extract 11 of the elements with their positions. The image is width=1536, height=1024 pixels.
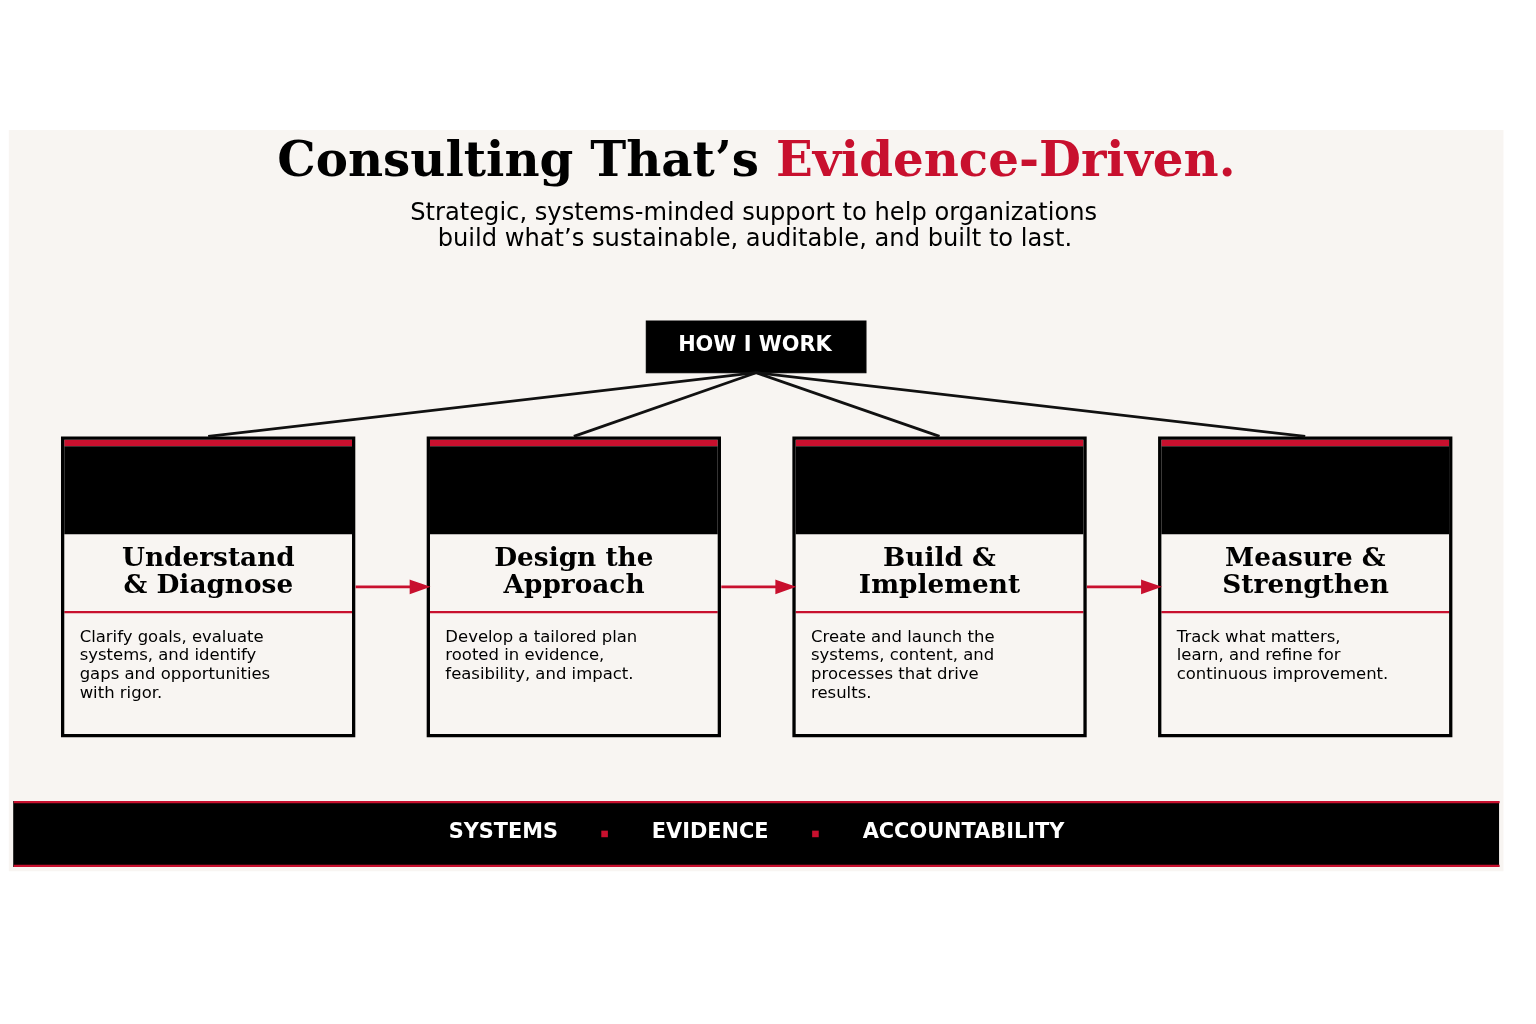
arrow	[355, 579, 431, 594]
arrow	[1087, 579, 1162, 594]
label: EVIDENCE	[651, 818, 769, 843]
arrow	[721, 579, 797, 594]
label: ACCOUNTABILITY	[862, 818, 1065, 843]
connector	[756, 370, 1306, 438]
label: SYSTEMS	[448, 818, 559, 843]
label: Strategic, systems-minded support to help organizations build what’s sustainable, auditable, and built to last.	[410, 197, 1098, 252]
diagram-title: Consulting That’s Evidence-Driven.	[277, 130, 1236, 187]
connector	[207, 370, 757, 438]
node-box: HOW I WORK	[645, 320, 867, 373]
